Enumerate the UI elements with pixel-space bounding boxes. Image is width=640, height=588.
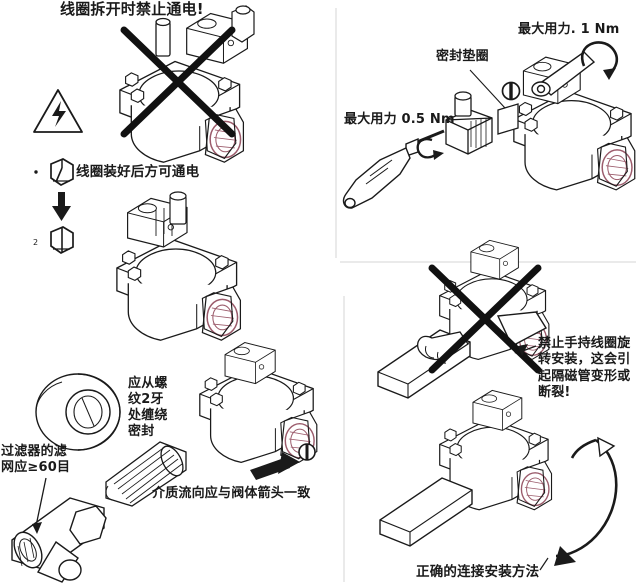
note-power-after-assembly: 线圈装好后方可通电 (76, 164, 200, 180)
hand-icon (417, 331, 469, 364)
wrong-install-warning: 禁止手持线圈旋 转安装，这会引 起隔磁管变形或 断裂! (538, 336, 631, 400)
switch-open-icon (50, 158, 74, 186)
gasket-plate (497, 103, 519, 135)
slotted-screw-icon-top (501, 81, 521, 101)
rotation-arrow-icon-05nm (416, 137, 437, 159)
tape-wind-instruction: 应从螺 纹2牙 处缠绕 密封 (128, 376, 168, 439)
flow-arrow-icon (250, 452, 300, 480)
screwdriver-icon (342, 129, 445, 209)
filter-mesh-requirement: 过滤器的滤 网应≥60目 (1, 444, 71, 475)
switch-closed-icon (50, 226, 74, 254)
electric-shock-triangle-icon (33, 89, 83, 133)
pipe-wrong (377, 311, 547, 399)
gasket-label: 密封垫圈 (436, 49, 489, 64)
correct-install-caption: 正确的连接安装方法 (416, 564, 540, 580)
pipe-correct (379, 477, 473, 547)
prohibition-cross-bottom-right (428, 264, 542, 374)
wrench-rotation-arrow-icon (555, 438, 618, 558)
warning-title-no-power: 线圈拆开时禁止通电! (60, 0, 204, 18)
ptfe-tape-roll-icon (35, 373, 121, 451)
rotation-arrow-icon-1nm (580, 41, 619, 75)
arrow-down-icon (52, 192, 71, 221)
y-strainer-icon (11, 497, 107, 583)
flow-direction-note: 介质流向应与阀体箭头一致 (152, 486, 311, 501)
torque-lever (531, 51, 596, 97)
prohibition-cross-top-left (120, 26, 236, 138)
wrong-note-leader (518, 344, 537, 356)
slotted-screw-icon-bottom (298, 443, 316, 461)
torque-label-screw-05nm: 最大用力 0.5 Nm (344, 112, 455, 127)
torque-label-coil-1nm: 最大用力. 1 Nm (518, 22, 620, 37)
svg-text:2: 2 (33, 238, 38, 247)
filter-leader-line (32, 477, 47, 534)
